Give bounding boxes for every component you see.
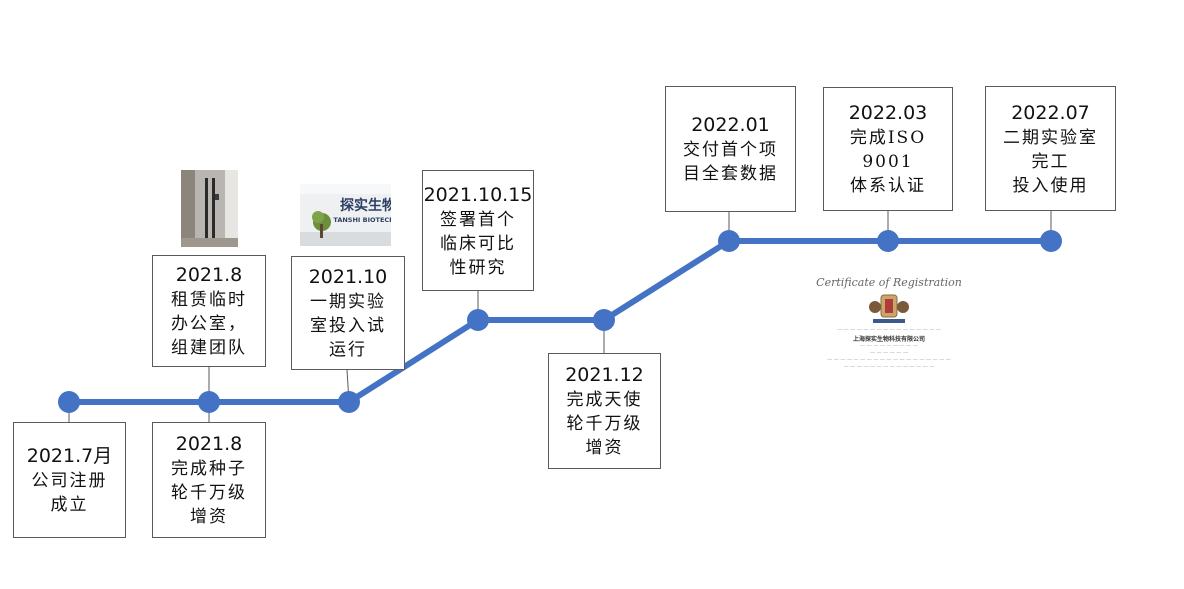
milestone-text: 体系认证 (850, 176, 926, 196)
office-door-image (181, 170, 238, 247)
lab-sign-image: 探实生物 TANSHI BIOTECH (300, 184, 391, 246)
milestone-box: 2021.12 完成天使 轮千万级 增资 (548, 353, 661, 469)
milestone-date: 2021.8 (175, 264, 243, 286)
milestone-text: 二期实验室 (1003, 127, 1098, 148)
milestone-box: 2021.10.15 签署首个 临床可比 性研究 (422, 170, 534, 291)
iso-certificate-image: Certificate of Registration — — — — — — … (808, 276, 970, 376)
milestone-text: 临床可比 (440, 233, 516, 254)
milestone-text: 室投入试 (310, 316, 386, 336)
milestone-text: 完成种子 (171, 459, 247, 479)
milestone-box: 2022.03 完成ISO 9001 体系认证 (823, 87, 953, 211)
milestone-date: 2021.10 (308, 266, 388, 288)
milestone-date: 2022.03 (848, 102, 928, 124)
milestone-text: 运行 (329, 340, 367, 360)
timeline-node (718, 230, 740, 252)
milestone-text: 交付首个项 (683, 140, 778, 160)
milestone-text: 完成天使 (566, 390, 643, 410)
milestone-date: 2021.12 (565, 364, 644, 386)
timeline-node (338, 391, 360, 413)
milestone-text: 办公室， (171, 314, 247, 334)
milestone-box: 2022.01 交付首个项 目全套数据 (665, 86, 796, 212)
certificate-fineprint: — — — — — — — — —— — — — — —— — — — — — … (827, 343, 951, 370)
lab-sign-text: 探实生物 (340, 197, 391, 214)
timeline-node (593, 309, 615, 331)
timeline-node (877, 230, 899, 252)
certificate-title: Certificate of Registration (816, 276, 962, 289)
milestone-text: 组建团队 (171, 338, 247, 358)
timeline-node (467, 309, 489, 331)
milestone-text: 完工 (1031, 151, 1070, 172)
certificate-fineprint: — — — — — — — — — — — — — — — — (837, 327, 941, 333)
milestone-box: 2021.10 一期实验 室投入试 运行 (291, 256, 405, 370)
timeline-node (58, 391, 80, 413)
milestone-text: 投入使用 (1012, 175, 1089, 196)
milestone-text: 目全套数据 (683, 164, 778, 184)
office-door-photo (181, 170, 238, 247)
milestone-box: 2021.8 完成种子 轮千万级 增资 (152, 422, 266, 538)
milestone-text: 租赁临时 (171, 290, 247, 310)
timeline-node (1040, 230, 1062, 252)
certificate-crest-icon (869, 294, 909, 323)
milestone-text: 完成ISO (849, 128, 927, 148)
timeline-node (198, 391, 220, 413)
milestone-text: 9001 (862, 152, 914, 172)
milestone-text: 成立 (50, 495, 89, 515)
milestone-box: 2021.8 租赁临时 办公室， 组建团队 (152, 255, 266, 367)
milestone-date: 2022.01 (691, 114, 770, 136)
milestone-box: 2022.07 二期实验室 完工 投入使用 (985, 86, 1116, 211)
milestone-date: 2021.7月 (26, 445, 113, 467)
milestone-date: 2021.8 (175, 433, 243, 455)
milestone-text: 签署首个 (440, 209, 516, 230)
milestone-text: 增资 (585, 438, 624, 458)
milestone-text: 增资 (190, 507, 228, 527)
timeline-path (69, 238, 1051, 405)
lab-sign-photo: 探实生物 TANSHI BIOTECH (300, 184, 391, 246)
milestone-text: 轮千万级 (171, 483, 247, 503)
milestone-text: 公司注册 (31, 471, 108, 491)
milestone-text: 一期实验 (310, 292, 386, 312)
milestone-date: 2021.10.15 (423, 183, 533, 206)
milestone-text: 轮千万级 (566, 414, 643, 434)
milestone-date: 2022.07 (1011, 101, 1090, 124)
milestone-box: 2021.7月 公司注册 成立 (13, 422, 126, 538)
milestone-text: 性研究 (449, 257, 507, 278)
lab-sign-subtext: TANSHI BIOTECH (333, 216, 391, 224)
certificate-company: 上海探实生物科技有限公司 (852, 336, 925, 343)
